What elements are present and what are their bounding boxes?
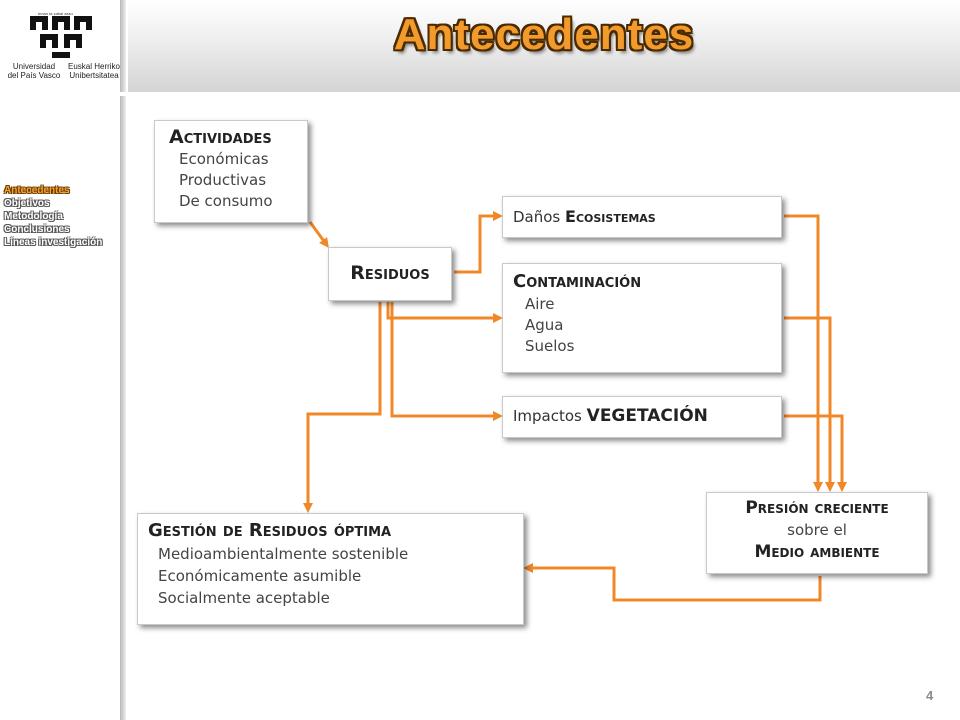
list-item: De consumo xyxy=(179,192,273,210)
arrow-residuos-to-vegetacion xyxy=(390,302,503,421)
arrow-residuos-to-gestion xyxy=(303,302,382,513)
logo-line: del País Vasco xyxy=(7,71,61,80)
box-title: Ecosistemas xyxy=(565,207,656,226)
box-gestion-residuos: Gestión de Residuos óptima Medioambienta… xyxy=(137,513,524,625)
sidebar-divider xyxy=(120,96,126,720)
list-item: Agua xyxy=(525,316,564,334)
arrow-contaminacion-to-presion xyxy=(784,316,835,492)
box-middle-text: sobre el xyxy=(787,521,847,539)
nav-item-metodologia[interactable]: Metodología xyxy=(4,211,63,222)
nav-item-conclusiones[interactable]: Conclusiones xyxy=(4,224,70,235)
box-title: Contaminación xyxy=(513,271,642,292)
header-divider xyxy=(120,0,126,92)
logo-text-spanish: Universidad del País Vasco xyxy=(6,62,62,80)
arrow-residuos-to-danos xyxy=(454,211,503,274)
box-title: Medio ambiente xyxy=(754,542,880,562)
box-residuos: Residuos xyxy=(328,247,452,301)
list-item: Socialmente aceptable xyxy=(158,589,330,607)
side-nav: Antecedentes Objetivos Metodología Concl… xyxy=(4,184,122,249)
box-presion-creciente: Presión creciente sobre el Medio ambient… xyxy=(706,492,928,574)
nav-item-antecedentes[interactable]: Antecedentes xyxy=(4,185,70,196)
logo-line: Universidad xyxy=(12,62,56,71)
list-item: Económicas xyxy=(179,150,269,168)
logo-line: Euskal Herriko xyxy=(67,62,120,71)
box-impactos-vegetacion: Impactos VEGETACIÓN xyxy=(502,396,782,438)
logo-line: Unibertsitatea xyxy=(69,71,119,80)
box-actividades: Actividades Económicas Productivas De co… xyxy=(154,120,308,223)
list-item: Productivas xyxy=(179,171,267,189)
nav-item-lineas-investigacion[interactable]: Líneas investigación xyxy=(4,237,103,248)
list-item: Medioambientalmente sostenible xyxy=(158,545,409,563)
nav-item-objetivos[interactable]: Objetivos xyxy=(4,198,50,209)
logo-caption: eman ta zabal zazu xyxy=(38,11,73,16)
arrow-danos-to-presion xyxy=(784,214,823,492)
header-band xyxy=(128,0,960,92)
box-danos-ecosistemas: Daños Ecosistemas xyxy=(502,196,782,238)
box-title: VEGETACIÓN xyxy=(586,406,708,426)
box-title: Residuos xyxy=(350,262,430,284)
page-number: 4 xyxy=(926,688,934,703)
university-logo: eman ta zabal zazu Universidad del País … xyxy=(0,0,120,92)
arrow-vegetacion-to-presion xyxy=(784,414,847,492)
list-item: Aire xyxy=(525,295,555,313)
arrow-residuos-to-contaminacion xyxy=(386,302,503,323)
arrow-actividades-to-residuos xyxy=(308,221,329,249)
box-contaminacion: Contaminación Aire Agua Suelos xyxy=(502,263,782,373)
box-title: Presión creciente xyxy=(745,498,889,518)
university-emblem-icon xyxy=(30,16,92,58)
page-title: Antecedentes xyxy=(393,10,695,59)
logo-text-basque: Euskal Herriko Unibertsitatea xyxy=(66,62,122,80)
box-prefix: Daños xyxy=(513,208,561,226)
box-title: Gestión de Residuos óptima xyxy=(148,520,392,541)
box-title: Actividades xyxy=(169,126,272,148)
list-item: Suelos xyxy=(525,337,575,355)
list-item: Económicamente asumible xyxy=(158,567,362,585)
box-prefix: Impactos xyxy=(513,407,582,425)
